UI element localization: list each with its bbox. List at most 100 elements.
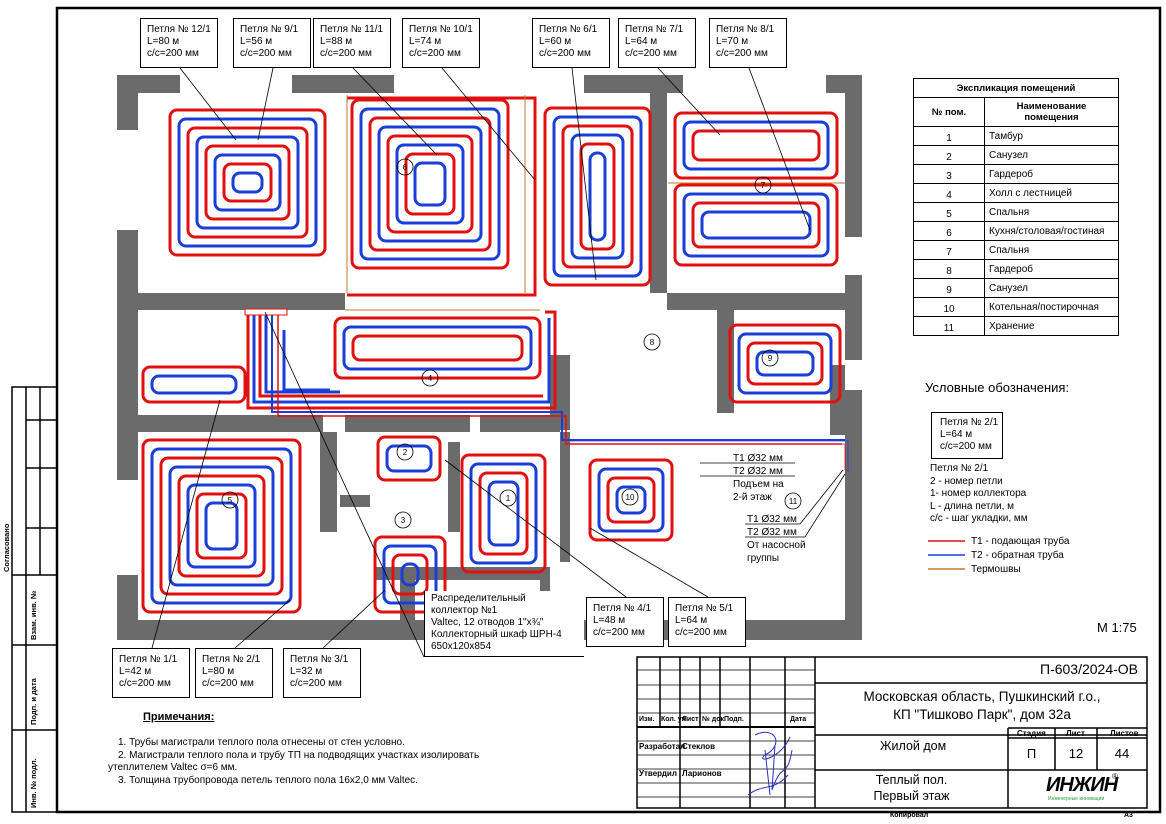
room-marker-3: 3: [394, 511, 412, 529]
supply-pipe-loop: [746, 341, 824, 386]
supply-pipe-loop: [391, 553, 429, 596]
explication-title: Экспликация помещений: [913, 78, 1119, 98]
return-pipe-loop: [400, 562, 420, 587]
supply-pipe-loop: [368, 116, 492, 252]
return-pipe-loop: [385, 444, 433, 473]
riser-t1: T1 Ø32 мм: [747, 514, 797, 525]
legend-sample-label: Петля № 2/1 L=64 м c/c=200 мм: [931, 412, 1003, 459]
return-pipe-loop: [755, 350, 815, 377]
room-marker-10: 10: [621, 488, 639, 506]
loop-step: c/c=200 мм: [320, 48, 372, 59]
loop-name: Петля № 10/1: [409, 24, 473, 35]
wall-segment: [340, 495, 370, 507]
supply-pipe-loop: [691, 201, 821, 249]
room-number: 9: [913, 278, 985, 298]
return-pipe-loop: [737, 332, 833, 395]
main-pipes: [244, 308, 845, 445]
notes-list: 1. Трубы магистрали теплого пола отнесен…: [108, 737, 479, 787]
leader-line: [444, 459, 627, 598]
stamp-agreed: Согласовано: [2, 523, 11, 572]
supply-pipe-loop: [404, 152, 456, 216]
riser-note: Подъем на: [733, 479, 784, 490]
stage-value: П: [1026, 746, 1037, 761]
company-logo: ИНЖИН: [1046, 774, 1118, 796]
legend-explain-line: Петля № 2/1: [930, 463, 989, 474]
room-number: 10: [626, 493, 635, 502]
return-pipe-loop: [413, 161, 447, 207]
supply-pipe-loop: [373, 535, 447, 614]
leader-line: [352, 67, 438, 156]
wall-segment: [320, 432, 337, 532]
note-item: 1. Трубы магистрали теплого пола отнесен…: [118, 737, 405, 748]
room-marker-8: 8: [643, 333, 661, 351]
sheet-title-line: Первый этаж: [873, 789, 950, 803]
return-pipe-loop: [597, 467, 665, 533]
return-pipe-loop: [395, 143, 465, 225]
signature: [747, 731, 793, 796]
leader-line: [657, 67, 721, 136]
room-number: 5: [228, 496, 233, 505]
supply-pipe-loop: [159, 456, 284, 596]
loop-step: c/c=200 мм: [675, 627, 727, 638]
room-number: 3: [913, 164, 985, 184]
approved-label: Утвердил: [639, 769, 677, 778]
supply-pipe-loop: [204, 144, 291, 221]
loop-name: Петля № 5/1: [675, 603, 734, 614]
room-marker-6: 6: [396, 158, 414, 176]
loop-name: Петля № 2/1: [202, 654, 261, 665]
room-number: 2: [913, 145, 985, 165]
room-number: 11: [789, 497, 798, 506]
legend-joint: Термошвы: [971, 564, 1021, 575]
room-marker-5: 5: [221, 491, 239, 509]
loop-length: L=60 м: [539, 36, 572, 47]
room-name: Кухня/столовая/гостиная: [984, 221, 1119, 241]
loop-step: c/c=200 мм: [290, 678, 342, 689]
loop-step: c/c=200 мм: [147, 48, 199, 59]
room-number: 7: [761, 181, 766, 190]
supply-pipe-loop: [673, 111, 839, 180]
doc-code: П-603/2024-ОВ: [1040, 661, 1139, 677]
return-pipe-loop: [487, 480, 520, 547]
supply-pipe-loop: [579, 142, 616, 251]
room-marker-4: 4: [421, 369, 439, 387]
supply-pipe-loop: [673, 183, 839, 267]
collector-line: коллектор №1: [431, 605, 498, 616]
loop-length: L=64 м: [625, 36, 658, 47]
collector-line: 650x120x854: [431, 641, 492, 652]
collector-leader: [264, 311, 425, 658]
riser-note: группы: [747, 553, 780, 564]
format-label: А3: [1124, 812, 1133, 819]
leader-line: [179, 67, 237, 141]
scale-label: М 1:75: [1097, 620, 1137, 635]
developed-by: Стеклов: [682, 742, 716, 751]
room-name: Холл с лестницей: [984, 183, 1119, 203]
supply-pipe-loop: [347, 96, 537, 297]
return-pipe-loop: [382, 544, 438, 605]
room-number: 2: [403, 448, 408, 457]
return-pipe-loop: [177, 117, 318, 248]
return-pipe-loop: [168, 465, 275, 587]
room-number: 8: [650, 338, 655, 347]
copied-label: Копировал: [890, 812, 929, 819]
approved-by: Ларионов: [682, 769, 722, 778]
stage-label: Стадия: [1017, 729, 1046, 738]
room-marker-7: 7: [754, 176, 772, 194]
wall-segment: [138, 415, 323, 432]
room-name: Санузел: [984, 278, 1119, 298]
notes-title: Примечания:: [143, 711, 215, 723]
return-pipe-loop: [377, 125, 483, 243]
loop-step: c/c=200 мм: [539, 48, 591, 59]
leader-line: [441, 67, 536, 181]
wall-segment: [650, 93, 667, 293]
leader-line: [571, 67, 597, 281]
loop-step: c/c=200 мм: [940, 441, 992, 452]
riser-t2: T2 Ø32 мм: [733, 466, 783, 477]
collector-line: Valtec, 12 отводов 1"х¾": [431, 617, 544, 628]
